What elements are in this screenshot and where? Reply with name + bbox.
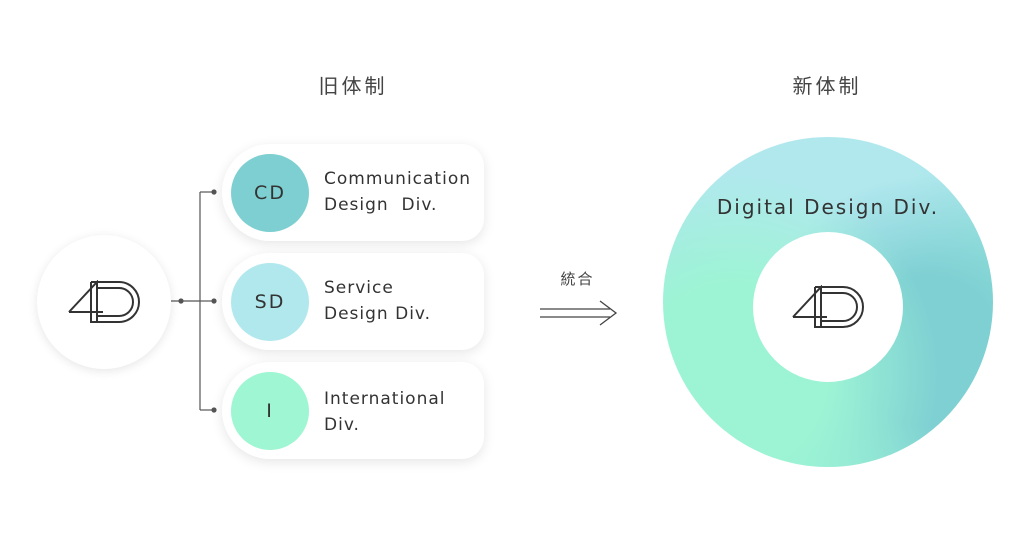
division-name: International Div. <box>324 386 480 438</box>
4d-logo-icon <box>68 280 140 323</box>
division-card-cd: CD Communication Design Div. <box>222 144 484 241</box>
new-division-label: Digital Design Div. <box>716 195 940 219</box>
old-logo-circle <box>37 235 171 369</box>
division-badge: I <box>231 372 309 450</box>
new-division-ring: Digital Design Div. <box>663 137 993 467</box>
division-name: Communication Design Div. <box>324 166 480 218</box>
division-name-line1: Service <box>324 278 394 298</box>
division-card-i: I International Div. <box>222 362 484 459</box>
division-name-line1: Communication <box>324 169 471 189</box>
division-name: Service Design Div. <box>324 275 480 327</box>
division-name-line2: Design Div. <box>324 195 438 215</box>
division-name-line2: Div. <box>324 415 360 435</box>
merge-label: 統合 <box>560 270 595 288</box>
4d-logo-icon <box>792 285 864 328</box>
heading-new-structure: 新体制 <box>792 74 862 98</box>
division-badge: SD <box>231 263 309 341</box>
division-name-line1: International <box>324 389 446 409</box>
division-name-line2: Design Div. <box>324 304 432 324</box>
double-arrow-icon <box>540 300 618 326</box>
heading-old-structure: 旧体制 <box>318 74 388 98</box>
division-badge: CD <box>231 154 309 232</box>
division-card-sd: SD Service Design Div. <box>222 253 484 350</box>
new-logo-circle <box>753 232 903 382</box>
